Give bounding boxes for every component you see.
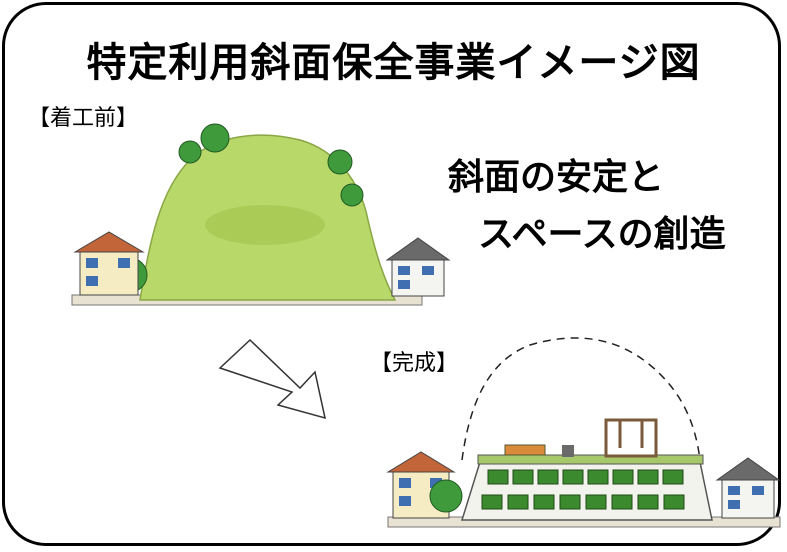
slogan-line-2: スペースの創造 — [478, 214, 726, 255]
original-hill-outline — [461, 337, 701, 461]
tree-icon — [178, 140, 202, 164]
structure-icon — [562, 445, 574, 457]
tree-icon — [340, 183, 364, 207]
tree-icon — [327, 149, 353, 175]
house-icon — [73, 231, 145, 296]
swing-set-icon — [604, 418, 658, 458]
hill-shade — [205, 205, 325, 245]
house-icon — [715, 457, 781, 519]
transition-arrow-icon — [218, 338, 326, 420]
before-scene — [71, 123, 451, 306]
tree-icon — [200, 123, 230, 153]
slope-panels — [481, 469, 685, 510]
tree-icon — [429, 479, 463, 513]
top-platform — [477, 454, 704, 465]
completion-label: 【完成】 — [370, 351, 459, 376]
rounded-border-frame — [2, 2, 781, 546]
slogan-line-1: 斜面の安定と — [448, 157, 665, 198]
diagram-title: 特定利用斜面保全事業イメージ図 — [86, 40, 701, 86]
bench-icon — [504, 444, 546, 456]
house-icon — [385, 237, 451, 297]
before-construction-label: 【着工前】 — [28, 106, 139, 131]
after-scene — [386, 337, 781, 528]
